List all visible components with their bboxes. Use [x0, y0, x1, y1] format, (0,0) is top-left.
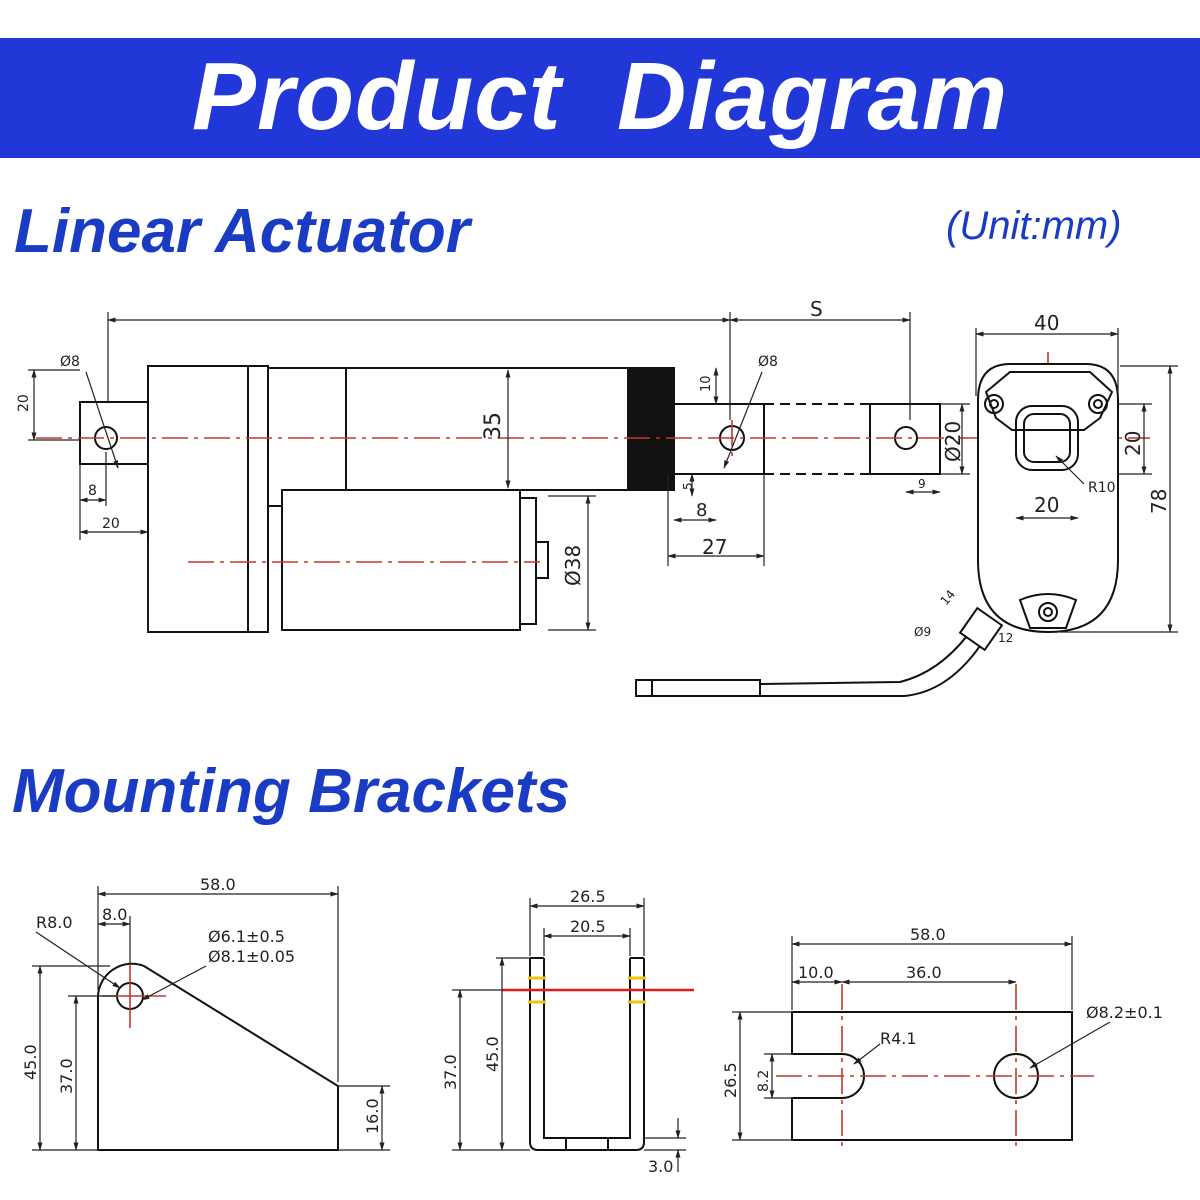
b1-hole-height: 37.0: [57, 1058, 76, 1094]
b2-thickness: 3.0: [648, 1157, 673, 1176]
b3-slot-width: 8.2: [756, 1070, 772, 1092]
label-rod-end: 27: [702, 535, 727, 559]
label-rod-tip: 9: [918, 477, 926, 491]
section-title-brackets: Mounting Brackets: [12, 757, 571, 826]
bracket-2: [529, 957, 645, 1151]
label-body-width: 35: [481, 412, 506, 440]
b3-slot-radius: R4.1: [880, 1029, 917, 1048]
b3-hole-span: 36.0: [906, 963, 942, 982]
b1-hole-large: Ø8.1±0.05: [208, 947, 295, 966]
label-rod-dia: Ø20: [941, 421, 965, 462]
label-end-offset: 20: [102, 516, 120, 532]
label-cable-b: Ø9: [914, 625, 931, 639]
label-hole-offset: 8: [88, 483, 97, 499]
label-end-inner: 20: [1034, 493, 1059, 517]
label-height-left: 20: [16, 394, 32, 412]
label-cable-a: 14: [938, 587, 959, 608]
bracket-1-dimensions: [32, 886, 390, 1151]
label-hole-left: Ø8: [60, 354, 80, 370]
b2-hole-height: 37.0: [441, 1054, 460, 1090]
b1-radius: R8.0: [36, 913, 73, 932]
bracket-2-labels: 26.5 20.5 37.0 45.0 3.0: [441, 887, 673, 1176]
actuator-labels: Ø8 20 8 20 35 10 Ø8 S Ø20 5 8 27 9 Ø38 4…: [16, 297, 1171, 645]
b2-outer-width: 26.5: [570, 887, 606, 906]
b1-foot-height: 16.0: [363, 1098, 382, 1134]
label-rod-gap-b: 8: [696, 500, 707, 521]
b2-height: 45.0: [483, 1036, 502, 1072]
label-hole-mid: Ø8: [758, 354, 778, 370]
b1-hole-small: Ø6.1±0.5: [208, 927, 285, 946]
label-end-width: 40: [1034, 311, 1059, 335]
b3-width: 58.0: [910, 925, 946, 944]
b1-height: 45.0: [21, 1044, 40, 1080]
label-end-hole-span: 20: [1121, 431, 1145, 456]
actuator-side-view: [79, 365, 941, 633]
b3-hole: Ø8.2±0.1: [1086, 1003, 1163, 1022]
bracket-1-labels: 58.0 R8.0 8.0 Ø6.1±0.5 Ø8.1±0.05 45.0 37…: [21, 875, 382, 1134]
bracket-3-dimensions: [732, 936, 1111, 1141]
page-title: Product Diagram: [191, 43, 1009, 150]
label-cable-c: 12: [998, 631, 1013, 645]
end-view-dimensions: [975, 328, 1178, 633]
b1-width: 58.0: [200, 875, 236, 894]
header-banner: Product Diagram: [0, 38, 1200, 158]
section-title-actuator: Linear Actuator: [14, 197, 470, 266]
bracket-2-dimensions: [452, 898, 686, 1172]
label-end-radius: R10: [1088, 480, 1116, 496]
actuator-end-view: [635, 363, 1119, 697]
label-rod-gap-a: 5: [681, 482, 695, 490]
label-stroke: S: [810, 297, 823, 321]
bracket-3-labels: 58.0 10.0 36.0 Ø8.2±0.1 R4.1 26.5 8.2: [721, 925, 1163, 1098]
b1-hole-offset: 8.0: [102, 905, 127, 924]
bracket-1: [97, 962, 339, 1151]
b3-slot-offset: 10.0: [798, 963, 834, 982]
actuator-dimensions: [28, 312, 970, 632]
label-end-height: 78: [1147, 489, 1171, 514]
label-rod-top: 10: [699, 375, 714, 392]
label-motor-dia: Ø38: [561, 545, 585, 586]
b3-height: 26.5: [721, 1062, 740, 1098]
b2-inner-width: 20.5: [570, 917, 606, 936]
unit-label: (Unit:mm): [946, 204, 1122, 248]
